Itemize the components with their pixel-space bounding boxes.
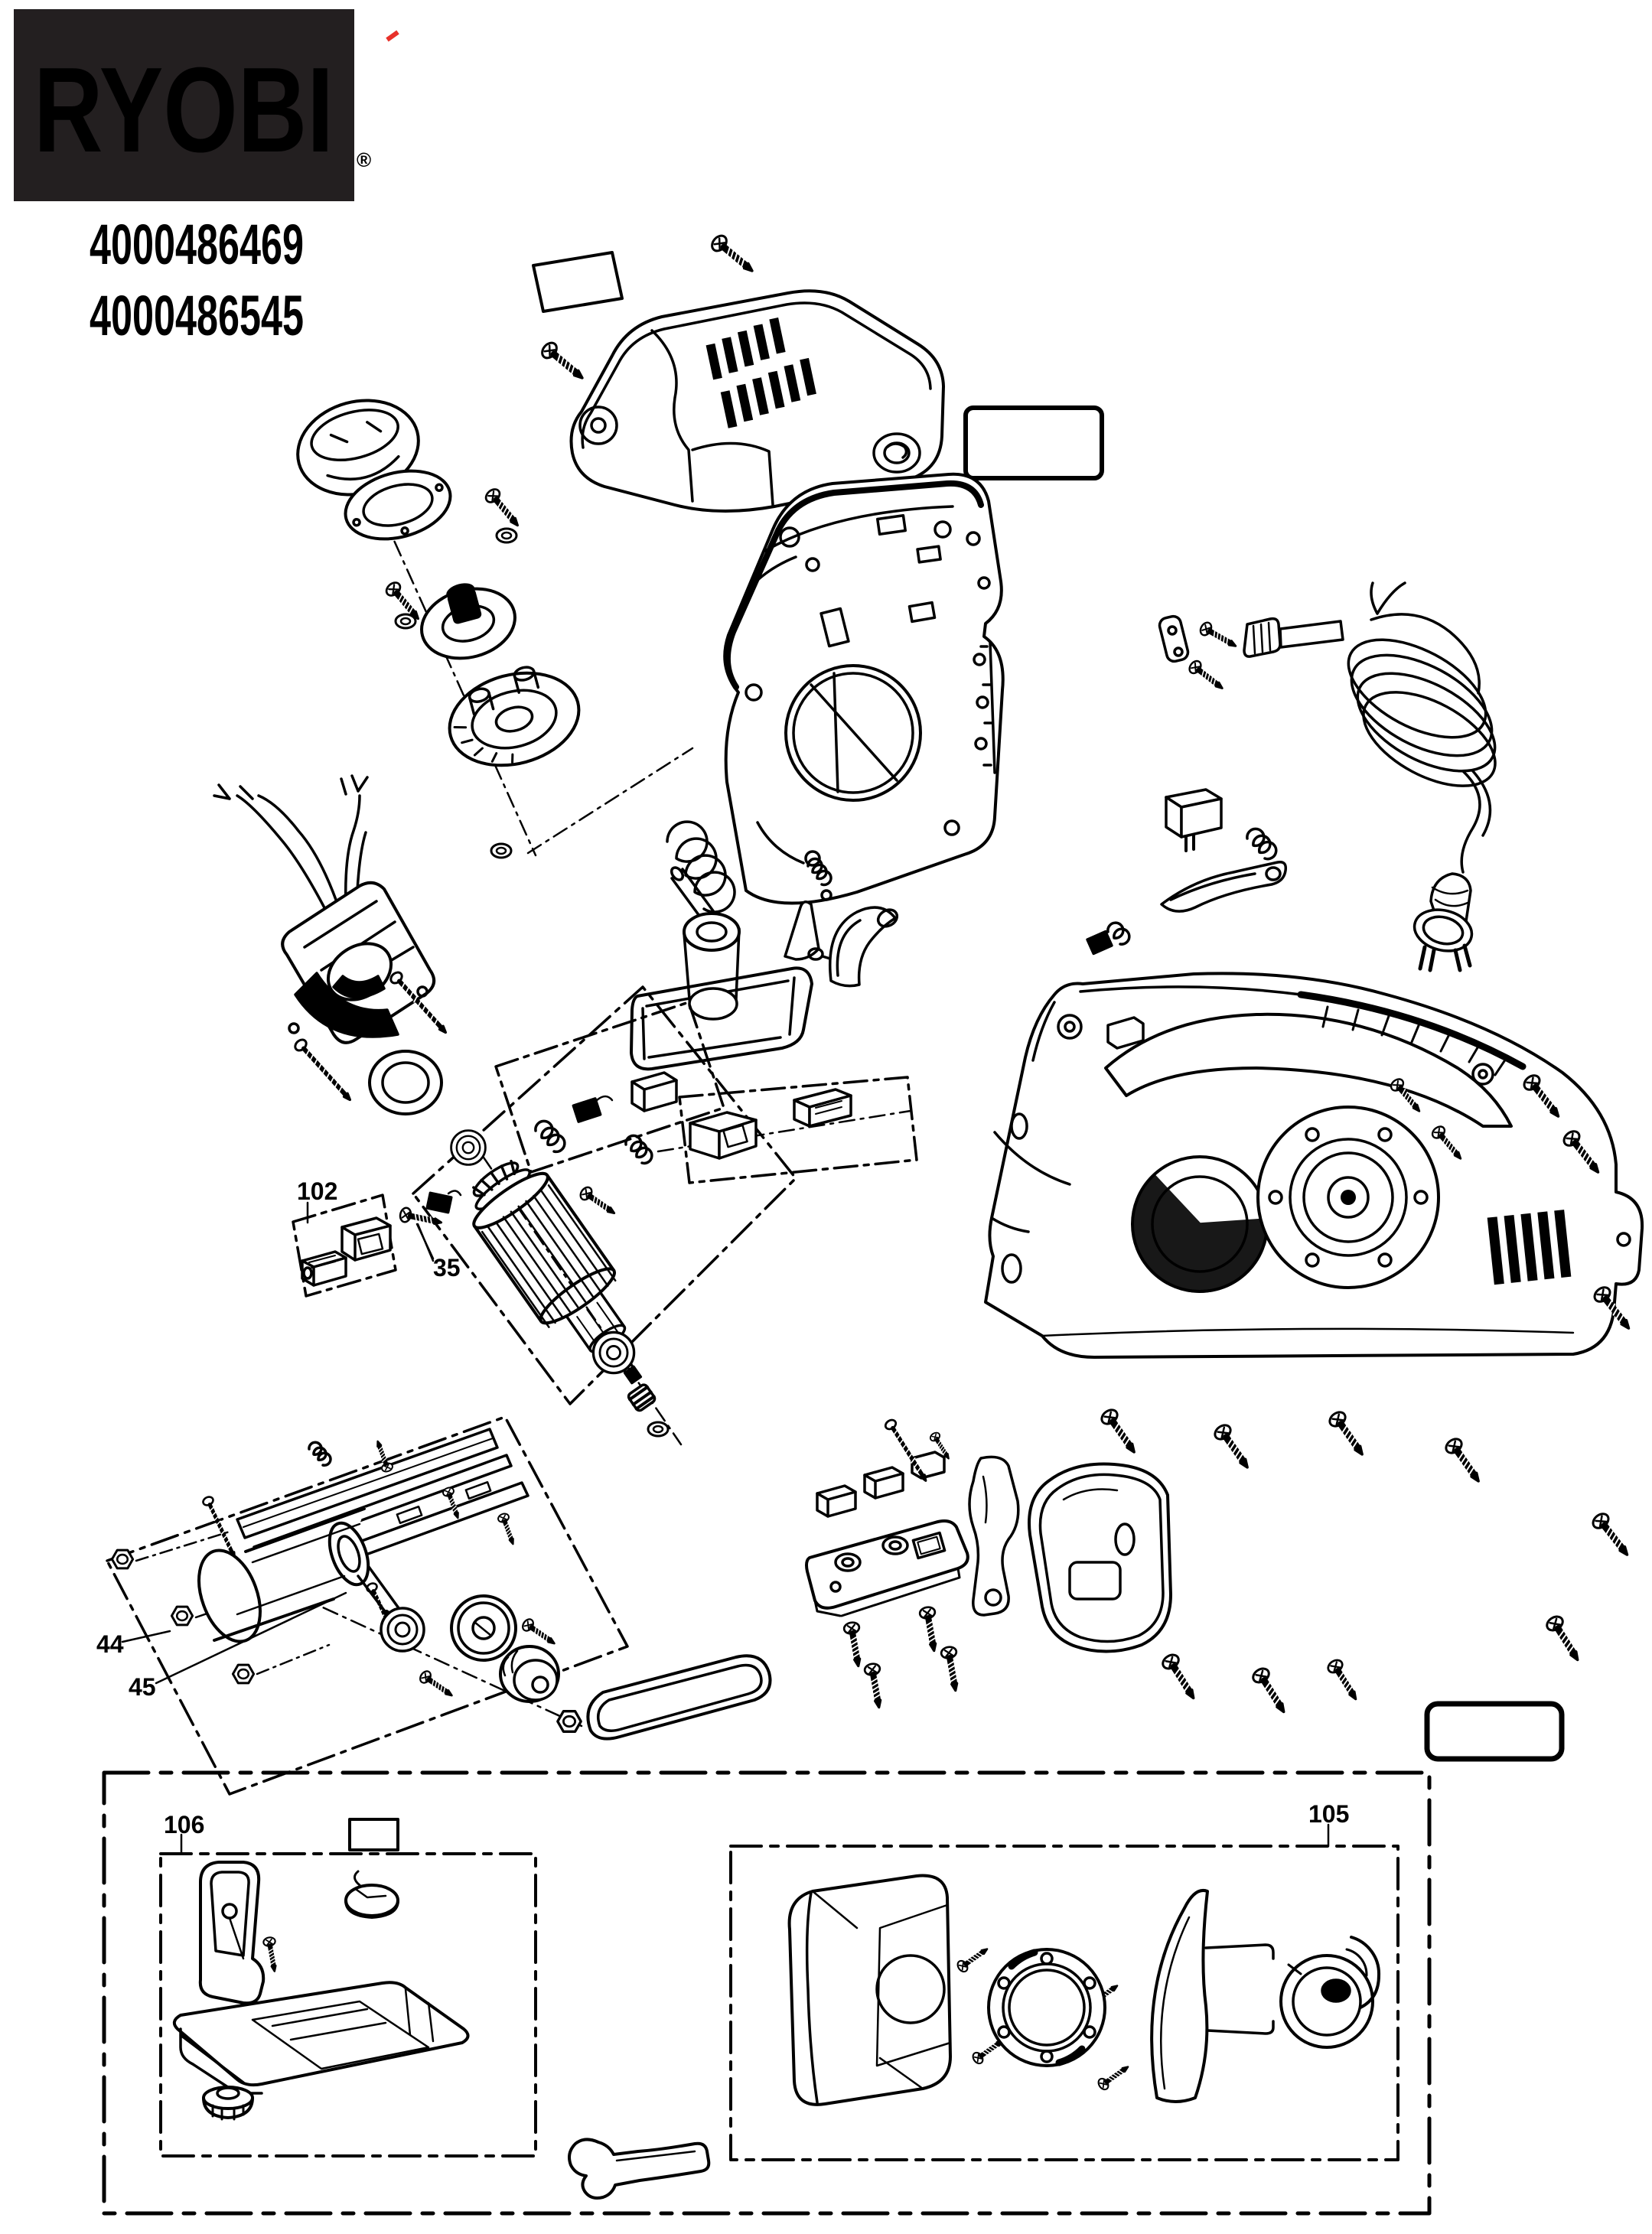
kit-106-box xyxy=(159,1852,537,2157)
part-number-labels xyxy=(121,1223,435,1685)
motor-housing-inner-half xyxy=(723,472,1005,905)
label-35: 35 xyxy=(433,1254,461,1281)
washer xyxy=(495,527,518,544)
armature-group xyxy=(412,985,797,1446)
brush-holder-small xyxy=(301,1250,347,1287)
label-102: 102 xyxy=(297,1177,337,1205)
screw xyxy=(1099,1407,1141,1457)
screw xyxy=(1326,1658,1362,1703)
label-105: 105 xyxy=(1308,1800,1349,1828)
motor-housing-outer xyxy=(984,972,1644,1359)
axis-knob-to-housing xyxy=(526,747,694,855)
terminal-block-group xyxy=(578,1076,918,1219)
blade-clips xyxy=(816,1451,946,1518)
assembly-axis xyxy=(343,428,537,857)
front-shoe-assembly xyxy=(630,820,899,1071)
base-plate-group xyxy=(805,1418,969,1617)
cutter-dashed-box xyxy=(106,1415,629,1796)
label-44: 44 xyxy=(96,1630,124,1658)
red-tick-mark xyxy=(386,30,399,42)
sole-plate xyxy=(805,1519,969,1617)
stator-gasket xyxy=(368,1050,443,1115)
label-plate-kit xyxy=(348,1818,399,1851)
connector-block-b xyxy=(793,1088,852,1128)
power-cord-assembly xyxy=(1158,581,1497,972)
top-cover xyxy=(569,289,945,513)
screw xyxy=(539,340,588,384)
depth-knob-assembly xyxy=(296,399,581,857)
kit-105-box xyxy=(729,1845,1399,2161)
tiny-spring xyxy=(806,857,833,887)
drive-pulley-large xyxy=(450,1594,517,1662)
model-number-1: 4000486469 xyxy=(90,213,304,276)
switch xyxy=(1165,788,1223,852)
brush-holder-large xyxy=(341,1216,392,1262)
washer xyxy=(394,613,417,630)
power-plug xyxy=(1413,872,1474,972)
screw xyxy=(843,1621,866,1667)
label-plate-bottom-right xyxy=(1424,1701,1565,1762)
screw xyxy=(1327,1409,1369,1459)
screw xyxy=(709,233,758,277)
rear-handle-cover xyxy=(1028,1462,1172,1653)
drive-pulley-small xyxy=(499,1645,560,1703)
carbon-brush xyxy=(425,1190,462,1214)
guide-knob-small xyxy=(344,1870,399,1919)
logo-background xyxy=(14,9,354,201)
screw xyxy=(864,1662,887,1708)
guide-knob-round xyxy=(202,2086,254,2121)
stator xyxy=(213,774,443,1115)
cord-grommet xyxy=(1243,617,1344,658)
registered-mark: ® xyxy=(357,148,371,171)
screw xyxy=(1160,1652,1201,1702)
power-cord xyxy=(1347,581,1497,874)
brush-group-right xyxy=(494,1001,725,1174)
cord-clamp xyxy=(1158,614,1190,663)
armature-dashed-box xyxy=(412,985,797,1405)
dust-extraction-kit-105 xyxy=(729,1823,1399,2161)
screw xyxy=(940,1646,963,1692)
ryobi-logo-text: RYOBI xyxy=(34,43,334,177)
screw xyxy=(1590,1511,1634,1560)
model-number-2: 4000486545 xyxy=(90,284,304,347)
label-45: 45 xyxy=(129,1673,156,1701)
accessory-area xyxy=(102,1770,1432,2216)
chip-deflector-plate xyxy=(1150,1889,1275,2103)
screw xyxy=(484,487,523,530)
shoe-post xyxy=(670,866,741,1021)
screw xyxy=(1544,1614,1585,1664)
handle-lever xyxy=(1160,860,1288,913)
connector-block-a xyxy=(689,1111,758,1160)
cutter-drum xyxy=(197,1507,402,1643)
long-screw xyxy=(293,1037,354,1104)
brush-group-left xyxy=(292,1190,462,1298)
adapter-flange xyxy=(987,1948,1106,2067)
belt-cover-column xyxy=(968,1455,1020,1617)
guide-bracket xyxy=(198,1861,266,2005)
screw xyxy=(1212,1422,1254,1472)
screw xyxy=(1250,1666,1291,1716)
screw xyxy=(1443,1436,1485,1486)
brush-parts-right-side xyxy=(1086,921,1145,1050)
cutter-block-group xyxy=(106,1415,629,1796)
outlet-adapter xyxy=(1279,1936,1381,2049)
washer xyxy=(490,842,513,859)
guide-plate xyxy=(172,1981,470,2095)
dust-bag xyxy=(787,1874,952,2106)
stator-lead-1 xyxy=(236,794,341,918)
header: RYOBI ® 4000486469 4000486545 xyxy=(14,9,399,347)
label-plate-top xyxy=(532,251,624,313)
wrench xyxy=(568,2138,711,2200)
switch-spring xyxy=(1246,827,1278,861)
outer-dashed-box xyxy=(102,1770,1432,2216)
label-plate-mid xyxy=(963,405,1104,480)
screw xyxy=(919,1606,942,1652)
drive-belt xyxy=(586,1654,772,1741)
shoe-knob-lever xyxy=(784,900,834,961)
edge-guide-kit-106 xyxy=(159,1833,537,2157)
label-106: 106 xyxy=(164,1811,204,1838)
blank-label-plates xyxy=(348,251,1565,1851)
chip-deflector xyxy=(828,906,899,988)
